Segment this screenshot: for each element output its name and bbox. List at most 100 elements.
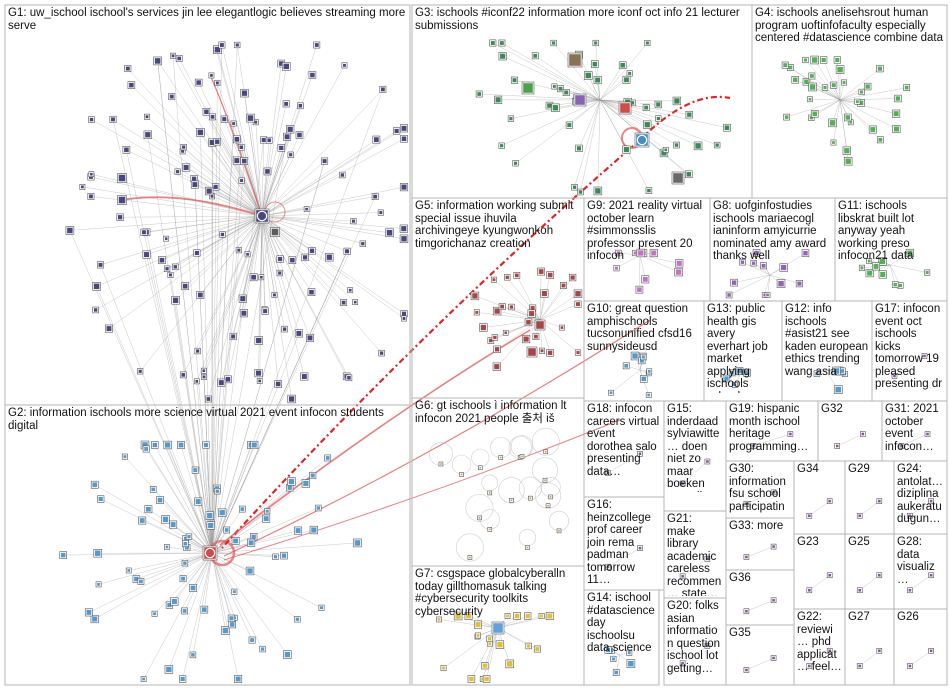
hub-uw-ischool-node-fill [256, 210, 268, 222]
group-box-g32 [817, 400, 883, 462]
g4-node-31-fill [809, 84, 816, 90]
g2-node-6-fill [207, 512, 213, 519]
group-label-g6: G6: gt ischools ì information lt infocon… [415, 400, 567, 425]
g6-node-13-fill [547, 504, 549, 507]
g7-node-17-fill [497, 641, 503, 648]
hub-iconf-node-fill [636, 134, 648, 146]
g4-node-17-fill [845, 115, 851, 120]
g2-node-31-fill [151, 487, 155, 492]
g2-node-79-fill [165, 545, 169, 549]
g35-edge [746, 657, 774, 671]
g1-node-138-fill [117, 215, 123, 220]
g3-node-17-fill [490, 41, 495, 45]
g1-edge-102 [185, 167, 263, 217]
g2-edge-43 [211, 552, 239, 680]
g33-edge [746, 546, 774, 558]
g1-node-31-fill [240, 179, 244, 183]
g1-edge-55 [261, 215, 279, 384]
g22-node-b-fill [828, 649, 831, 653]
g2-edge-17 [100, 498, 213, 554]
g3-internal-dashed-edge [639, 95, 731, 141]
g5-edge-16 [496, 319, 541, 350]
g1-node-75-fill [287, 126, 293, 132]
g1-node-102-fill [183, 164, 189, 171]
g7-edge-19 [471, 627, 499, 680]
g1-edge-11 [250, 118, 263, 217]
g17-edge [894, 355, 925, 377]
group-label-g1: G1: uw_ischool ischool's services jin le… [8, 7, 406, 32]
g2-node-71-fill [171, 598, 177, 605]
g6-loop-0 [531, 427, 560, 456]
g6-node-1-fill [488, 492, 491, 494]
g1-edge-122 [82, 186, 263, 217]
g1-edge-17 [175, 215, 263, 301]
g1-node-64-fill [204, 109, 209, 115]
g12-node-4-fill [835, 386, 842, 393]
g34-edge [809, 500, 830, 516]
g2-node-25-fill [92, 616, 98, 622]
g9-node-7-fill [638, 250, 644, 256]
g1-node-5-fill [254, 120, 258, 124]
g1-node-112-fill [219, 43, 224, 47]
g3-edge-7 [515, 99, 601, 164]
g7-node-21-fill [487, 637, 492, 641]
g1-node-118-fill [394, 128, 399, 134]
g1-edge-119 [261, 215, 405, 240]
g1-edge-84 [261, 215, 285, 330]
g1-node-65-fill [154, 58, 161, 64]
g3-edge-6 [569, 99, 601, 126]
group-label-g35: G35 [729, 627, 751, 639]
g3-edge-43 [599, 99, 677, 146]
g7-node-3-fill [455, 613, 461, 619]
g8-node-6-fill [766, 293, 769, 297]
g5-edge-0 [516, 275, 541, 321]
g1-node-122-fill [80, 185, 84, 189]
g1-edge-106 [261, 215, 363, 244]
g5-edge-21 [539, 303, 579, 321]
g6-loop-9 [465, 493, 494, 522]
g2-node-3-fill [203, 442, 209, 448]
g2-node-17-fill [98, 496, 103, 502]
g35-node-b-fill [772, 656, 775, 660]
g1-edge-54 [196, 215, 263, 382]
g6-node-17-fill [510, 499, 513, 502]
g1-node-11-fill [247, 115, 254, 121]
g5-node-18-fill [500, 304, 505, 309]
g16-node-a-fill [606, 565, 610, 569]
g1-node-93-fill [241, 90, 248, 96]
g1-node-83-fill [232, 122, 236, 125]
g1-node-7-fill [192, 176, 197, 181]
g23-node-a-fill [808, 588, 811, 592]
g13-node-1-fill [737, 368, 742, 374]
group-label-g32: G32 [821, 403, 843, 415]
group-label-g3: G3: ischools #iconf22 information more i… [415, 7, 740, 32]
g1-node-110-fill [347, 376, 351, 380]
g2-node-36-fill [251, 442, 257, 448]
g13-node-4-fill [730, 370, 734, 375]
g2-node-59-fill [152, 442, 157, 448]
g1-node-128-fill [239, 145, 244, 149]
g21-node-a-fill [681, 574, 684, 578]
g4-node-10-fill [809, 74, 814, 78]
g2-node-33-fill [182, 609, 187, 613]
g2-node-77-fill [86, 609, 92, 615]
g1-node-20-fill [93, 283, 100, 290]
g7-node-12-fill [547, 613, 553, 619]
g6-loop-7 [510, 435, 534, 458]
g4-edge-22 [839, 68, 881, 101]
group-label-g22: G22: reviewi… phd applicat… feel… [797, 611, 842, 673]
group-label-g11: G11: ischools libskrat built lot anyway … [838, 200, 915, 262]
g1-g2-edge-2 [126, 149, 213, 554]
g4-node-18-fill [832, 141, 835, 144]
g3-node-15-fill [572, 185, 577, 189]
g5-node-15-fill [494, 308, 500, 314]
g11-node-9-fill [860, 266, 864, 270]
g1-node-85-fill [340, 173, 344, 177]
g1-edge-69 [197, 215, 263, 352]
g1-node-107-fill [106, 326, 112, 332]
g1-g2-edge-8 [211, 44, 223, 554]
g1-node-6-fill [279, 145, 284, 151]
g2-node-67-fill [233, 538, 238, 544]
g10-node-7-fill [647, 393, 651, 397]
g9-node-9-fill [676, 260, 682, 266]
